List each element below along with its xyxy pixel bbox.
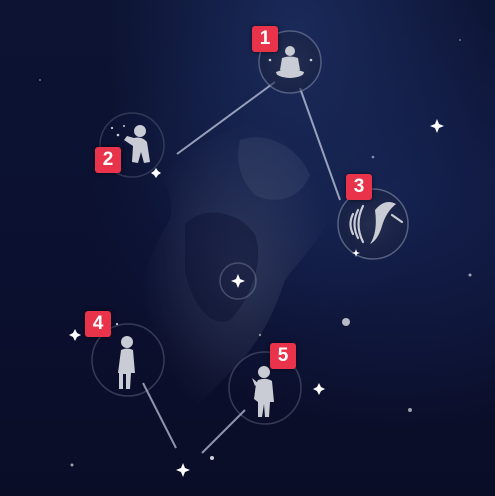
standing-person-icon <box>106 322 135 389</box>
connection-line-2-1 <box>176 81 276 155</box>
star-dot <box>39 79 41 81</box>
person-talking-icon <box>252 366 274 417</box>
star-dot <box>210 456 214 460</box>
sparkle-icon <box>151 168 161 178</box>
constellation-silhouette <box>139 118 339 420</box>
star-dot <box>342 318 350 326</box>
node-badge-2[interactable]: 2 <box>95 147 121 173</box>
node-ring-center[interactable] <box>219 262 257 300</box>
sparkle-icon <box>231 274 245 288</box>
sparkle-icon <box>69 329 81 341</box>
meditating-person-icon <box>268 46 313 78</box>
star-dot <box>459 39 461 41</box>
pushing-person-icon <box>110 125 150 163</box>
sparkle-icon <box>176 463 190 477</box>
star-field <box>39 39 472 477</box>
sound-wave-creature-icon <box>349 202 404 244</box>
connection-line-star-5 <box>201 409 246 454</box>
sparkle-icon <box>430 119 444 133</box>
connection-line-4-star <box>142 382 177 449</box>
star-dot <box>468 273 472 277</box>
node-badge-3[interactable]: 3 <box>346 174 372 200</box>
node-ring-4[interactable] <box>91 323 165 397</box>
node-badge-4[interactable]: 4 <box>85 311 111 337</box>
node-badge-5[interactable]: 5 <box>270 343 296 369</box>
star-dot <box>408 408 412 412</box>
node-ring-2[interactable] <box>99 112 165 178</box>
connection-line-1-3 <box>299 87 341 201</box>
star-dot <box>70 463 74 467</box>
star-dot <box>371 155 375 159</box>
node-ring-5[interactable] <box>228 351 302 425</box>
node-badge-1[interactable]: 1 <box>252 26 278 52</box>
sparkle-icon <box>352 249 360 257</box>
star-dot <box>258 333 262 337</box>
sparkle-icon <box>313 383 325 395</box>
